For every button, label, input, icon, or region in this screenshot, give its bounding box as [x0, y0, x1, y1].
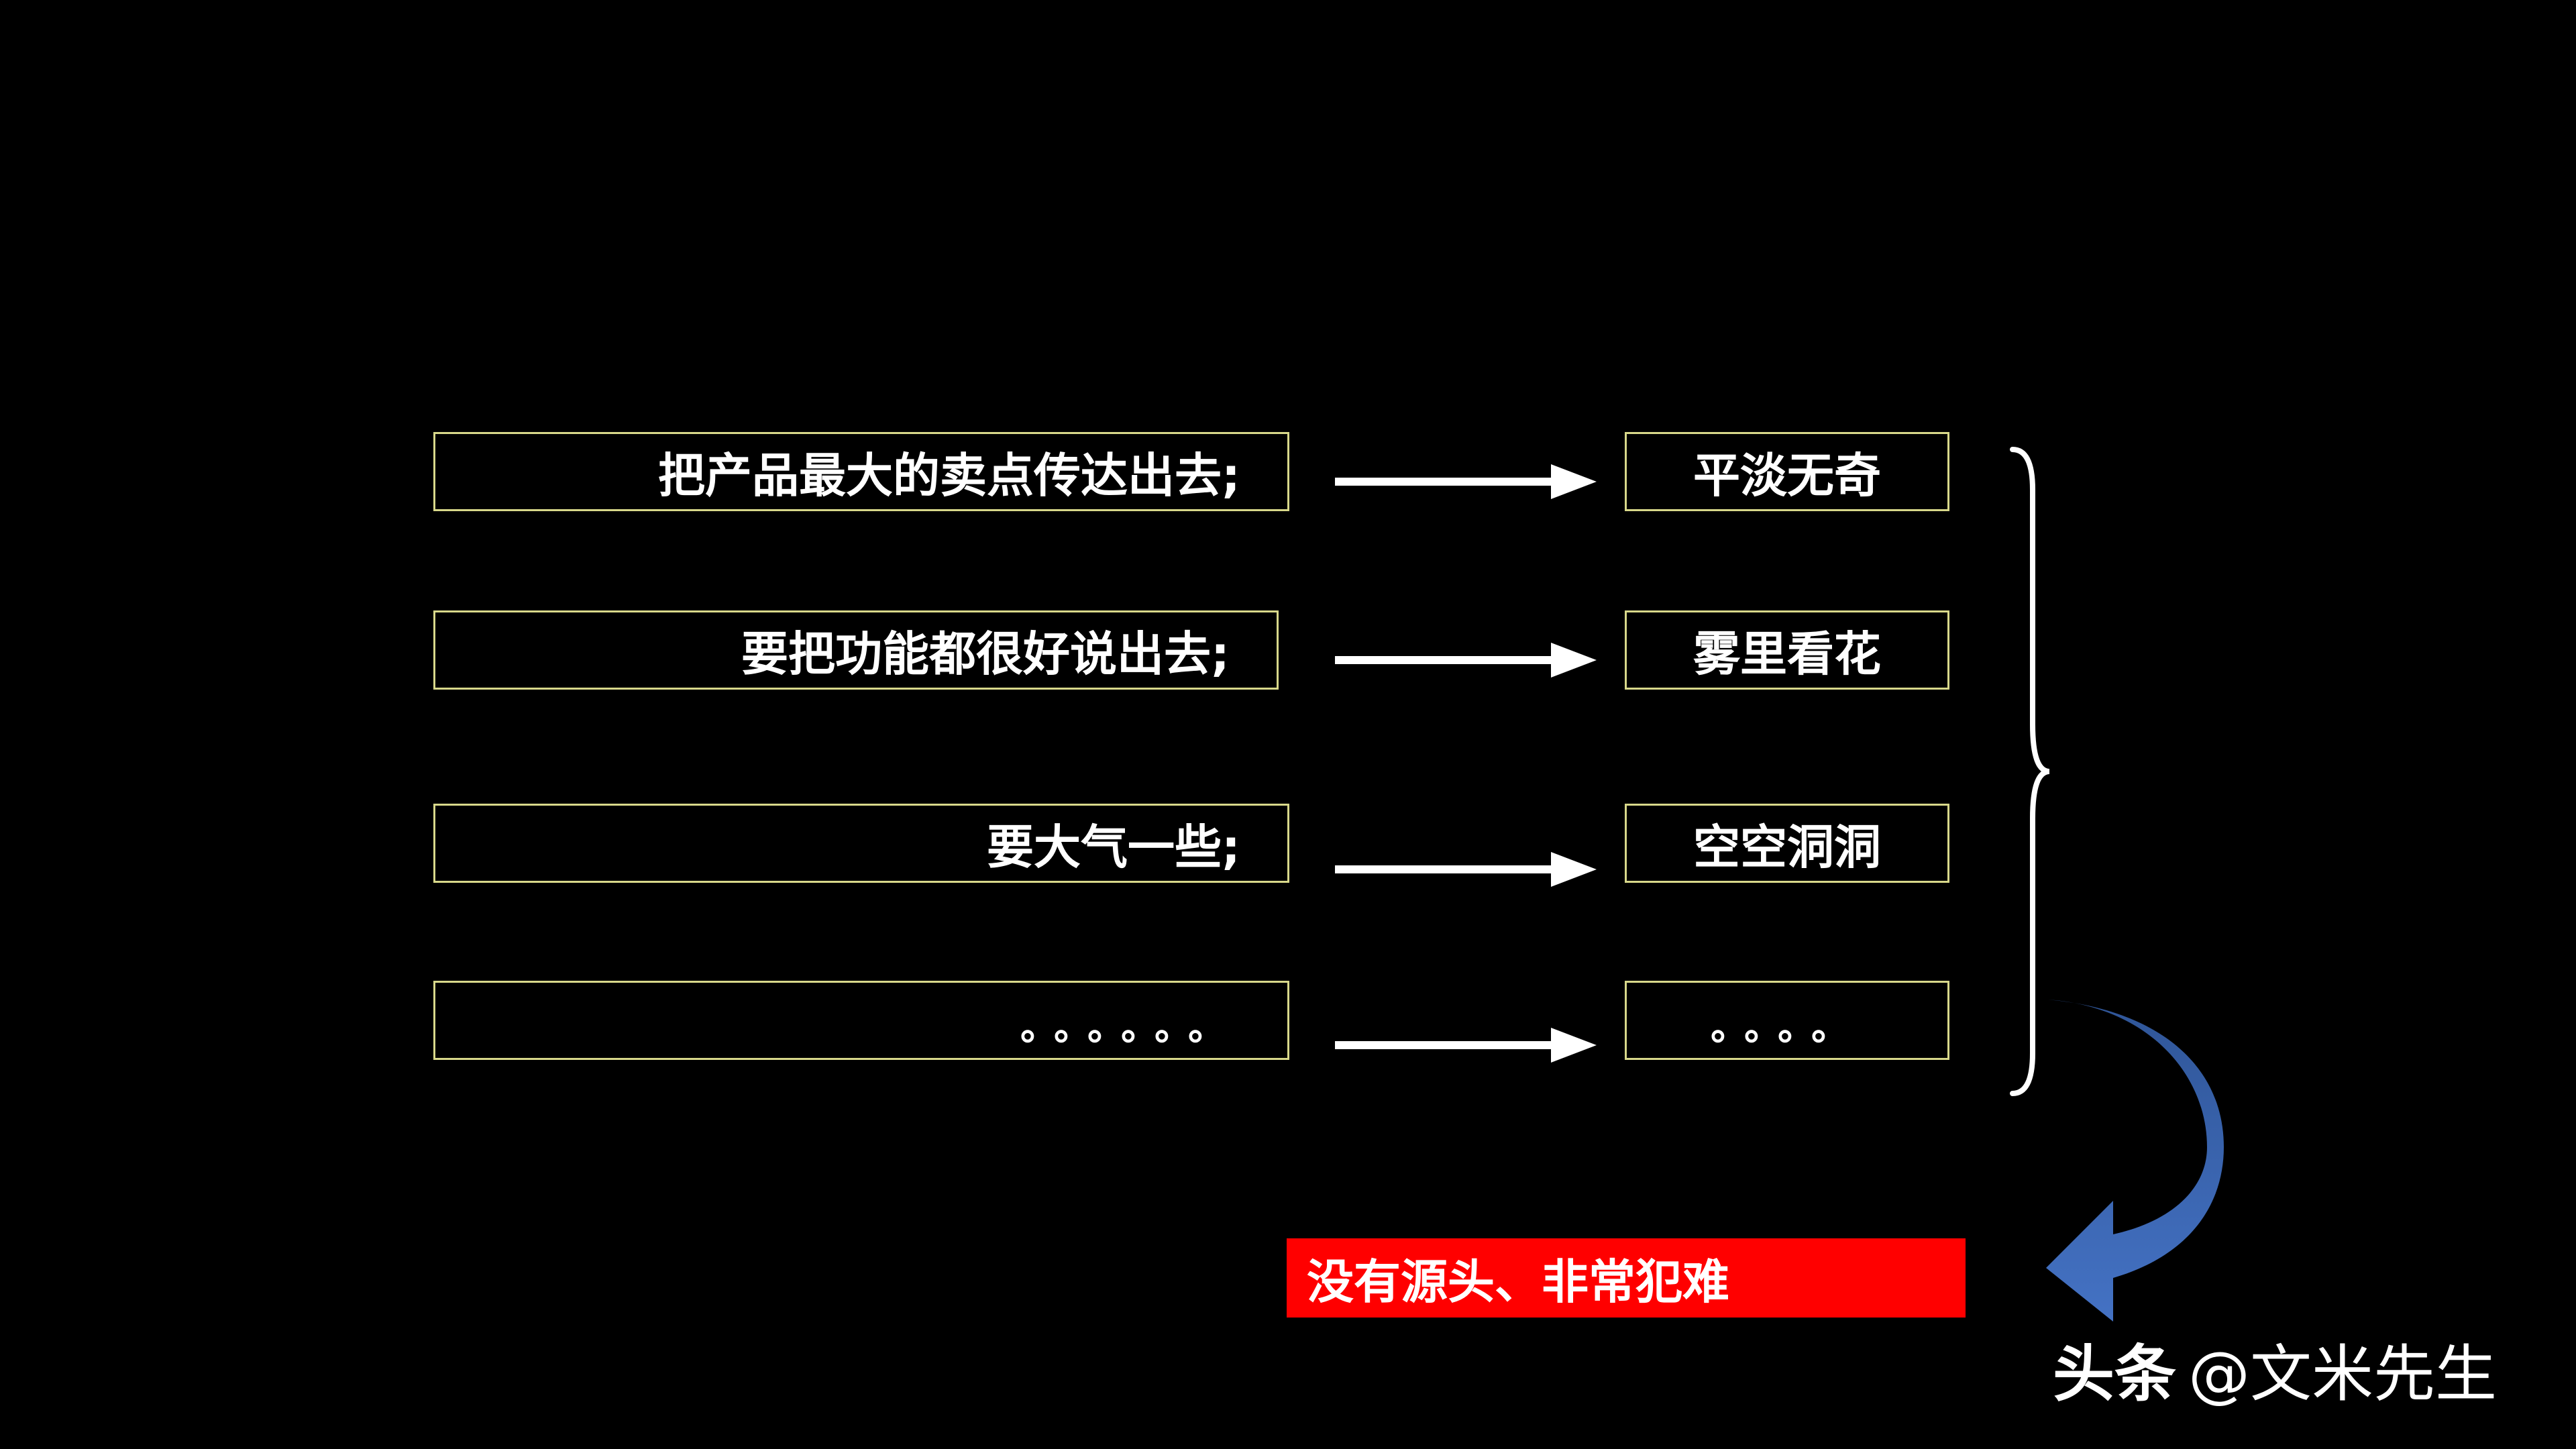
curved-arrow-icon: [2046, 1000, 2224, 1322]
statement-text-3: 要大气一些;: [987, 819, 1240, 875]
statement-box-3: 要大气一些;: [433, 804, 1289, 883]
result-box-4: 。。。。: [1625, 981, 1949, 1060]
result-text-1: 平淡无奇: [1693, 447, 1881, 503]
statement-box-1: 把产品最大的卖点传达出去;: [433, 432, 1289, 511]
right-brace-icon: [2010, 447, 2050, 1096]
statement-text-2: 要把功能都很好说出去;: [741, 626, 1230, 682]
result-box-3: 空空洞洞: [1625, 804, 1949, 883]
statement-text-1: 把产品最大的卖点传达出去;: [658, 447, 1240, 503]
watermark: 头条 @文米先生: [2053, 1328, 2497, 1410]
statement-text-4: 。。。。。。: [1020, 1006, 1240, 1049]
result-text-2: 雾里看花: [1693, 626, 1881, 682]
watermark-brand: 头条: [2053, 1338, 2177, 1410]
statement-box-4: 。。。。。。: [433, 981, 1289, 1060]
result-box-1: 平淡无奇: [1625, 432, 1949, 511]
arrow-right-icon: [1335, 852, 1597, 887]
statement-box-2: 要把功能都很好说出去;: [433, 610, 1279, 690]
result-text-3: 空空洞洞: [1693, 819, 1881, 875]
watermark-handle: @文米先生: [2188, 1338, 2498, 1410]
result-box-2: 雾里看花: [1625, 610, 1949, 690]
conclusion-box: 没有源头、非常犯难: [1287, 1238, 1966, 1318]
arrow-right-icon: [1335, 464, 1597, 499]
arrow-right-icon: [1335, 1028, 1597, 1063]
arrow-right-icon: [1335, 643, 1597, 678]
conclusion-text: 没有源头、非常犯难: [1307, 1254, 1729, 1309]
result-text-4: 。。。。: [1711, 1006, 1864, 1049]
